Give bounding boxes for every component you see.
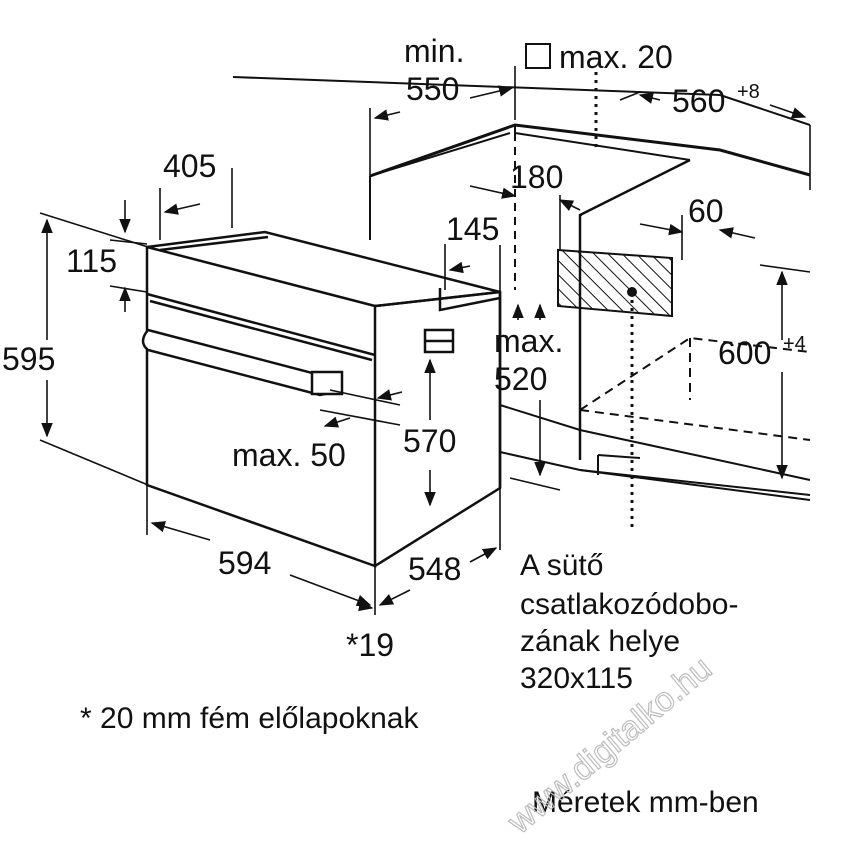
label-max-50: max. 50	[232, 437, 346, 473]
socket-box	[557, 248, 673, 318]
label-115: 115	[66, 243, 117, 279]
label-max-20: max. 20	[559, 39, 673, 75]
label-600-sup: +4	[783, 333, 806, 355]
socket-note-line-4: 320x115	[520, 662, 633, 695]
label-60: 60	[688, 193, 724, 229]
label-560-sup: +8	[737, 81, 760, 103]
label-570: 570	[403, 423, 456, 459]
socket-note: A sütő csatlakozódobo- zának helye 320x1…	[520, 549, 738, 695]
dimension-labels: min. 550 max. 20 560 +8 405 180 60 145 1…	[2, 33, 806, 663]
label-min: min.	[404, 33, 464, 69]
label-560: 560	[672, 83, 725, 119]
label-550: 550	[406, 71, 459, 107]
socket-note-line-1: A sütő	[520, 549, 603, 582]
socket-note-line-3: zának helye	[520, 625, 680, 658]
units-note: Méretek mm-ben	[532, 786, 759, 819]
label-180: 180	[510, 159, 563, 195]
square-symbol-icon	[525, 43, 551, 69]
label-548: 548	[408, 551, 461, 587]
label-19: *19	[346, 627, 394, 663]
label-600: 600	[718, 335, 771, 371]
label-595: 595	[2, 341, 55, 377]
label-520: 520	[494, 361, 547, 397]
label-145: 145	[446, 211, 499, 247]
cabinet-outline	[232, 76, 811, 501]
socket-note-line-2: csatlakozódobo-	[520, 588, 738, 621]
footnote: * 20 mm fém előlapoknak	[80, 702, 419, 735]
dimension-lines	[39, 66, 811, 615]
label-max: max.	[494, 323, 563, 359]
oven	[141, 230, 502, 568]
label-405: 405	[163, 148, 216, 184]
label-594: 594	[218, 545, 271, 581]
